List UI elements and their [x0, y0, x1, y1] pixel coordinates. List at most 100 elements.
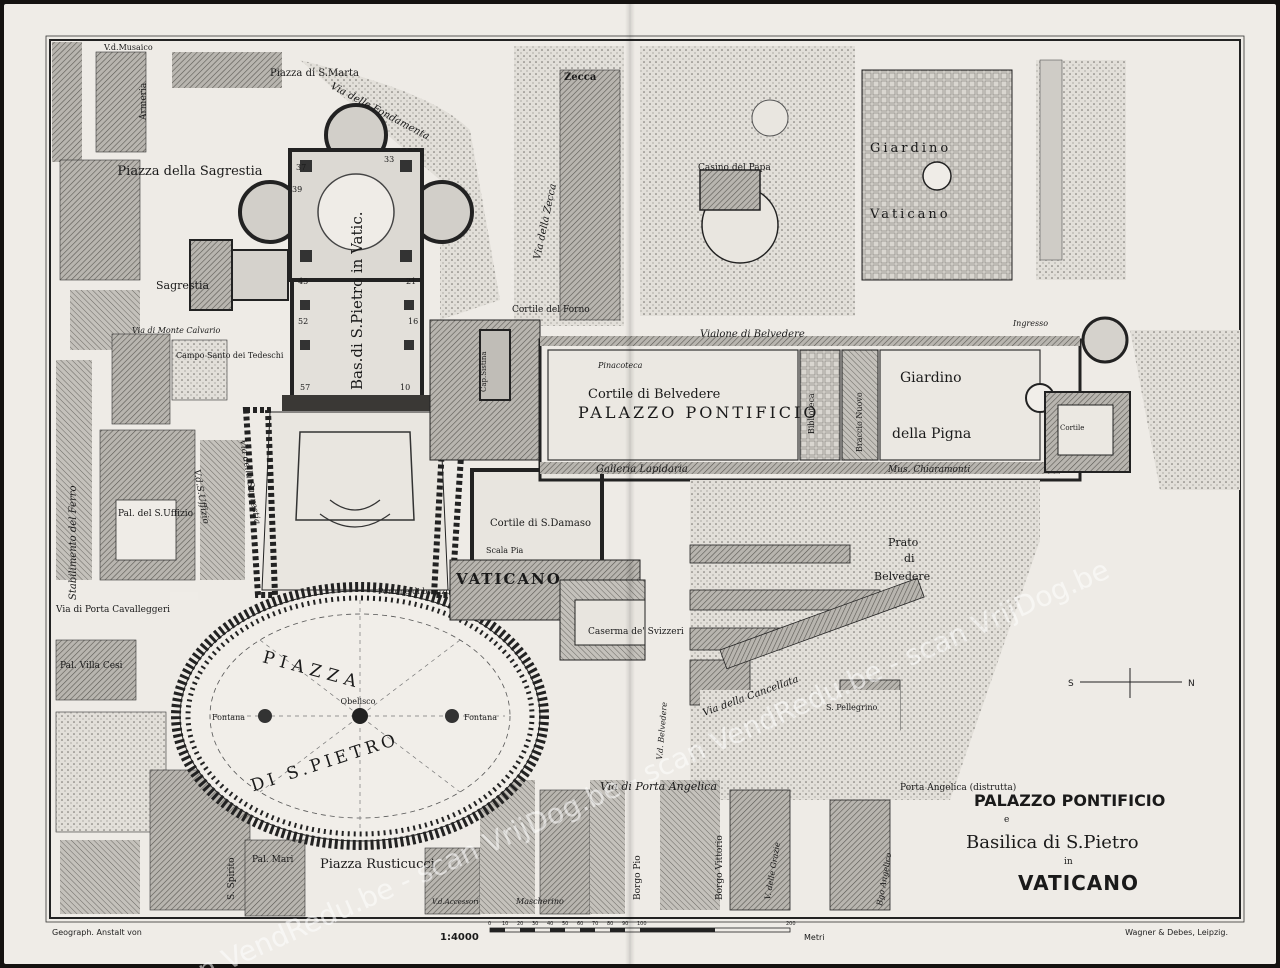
s-spirito-label: S. Spirito [227, 857, 237, 900]
fontana-left-label: Fontana [212, 713, 245, 722]
title-line5: VATICANO [1018, 871, 1139, 895]
scale-tick: 100 [637, 921, 647, 927]
scale-ticks: 0 10 20 30 40 50 60 70 80 90 100 200 [488, 921, 796, 927]
giardino-vaticano-1: Giardino [870, 141, 951, 156]
s-pellegrino-label: S. Pellegrino [826, 703, 878, 712]
title-line2: e [1004, 815, 1009, 825]
scale-tick: 70 [592, 921, 598, 927]
footer-left: Geograph. Anstalt von [52, 928, 142, 937]
cortile-forno-label: Cortile del Forno [512, 305, 590, 315]
vialone-label: Vialone di Belvedere [700, 329, 805, 340]
chapel-number: 10 [400, 383, 410, 392]
fountain-ring [751, 99, 789, 137]
basilica-label: Bas.di S.Pietro in Vatic. [348, 212, 366, 391]
garden-se [1130, 330, 1240, 490]
basilica [189, 103, 474, 411]
scale-tick: 60 [577, 921, 583, 927]
chapel-number: 52 [298, 317, 308, 326]
sistina-label: Cap.Sistina [480, 351, 488, 392]
chapel-number: 45 [298, 277, 308, 286]
fontana-right-label: Fontana [464, 713, 497, 722]
porta-angelica-gate-label: Porta Angelica (distrutta) [900, 782, 1016, 793]
scale-tick: 20 [517, 921, 523, 927]
vittorio-block [729, 789, 791, 911]
compass [1080, 668, 1182, 698]
scale-tick: 40 [547, 921, 553, 927]
scale-unit: Metri [804, 933, 824, 942]
cavalleggeri-label: Via di Porta Cavalleggeri [55, 605, 170, 615]
casino-label: Casino del Papa [698, 163, 771, 173]
palazzo-label: PALAZZO PONTIFICIO [578, 403, 819, 422]
camposanto-label: Campo Santo dei Tedeschi [176, 351, 284, 360]
scale-tick: 200 [786, 921, 796, 927]
scale-bar [489, 927, 791, 933]
borgo-pio-label: Borgo Pio [633, 855, 643, 900]
giardino-pigna-1: Giardino [900, 370, 962, 386]
garden-fondamenta [300, 60, 500, 320]
chapel-number: 21 [406, 277, 416, 286]
zecca-block [559, 69, 621, 321]
compass-south: S [1068, 679, 1074, 689]
casino-building [699, 169, 761, 211]
compass-north: N [1188, 679, 1195, 689]
chapel-number: 16 [408, 317, 418, 326]
ingresso-label: Ingresso [1012, 319, 1048, 328]
portone-label: Portone di bronzo [378, 587, 451, 596]
sagrestia-label: Sagrestia [156, 279, 209, 292]
garden-strip [1039, 59, 1063, 261]
chapel-numbers: 37 33 39 45 21 52 16 57 10 [292, 155, 418, 392]
pal-mari-label: Pal. Mari [252, 855, 294, 865]
armeria-label: Armeria [139, 82, 149, 121]
piazza-rusticucci-label: Piazza Rusticucci [320, 857, 435, 872]
footer-right: Wagner & Debes, Leipzig. [1125, 928, 1228, 937]
piazza-sagrestia-label: Piazza della Sagrestia [117, 164, 262, 179]
prato-3: Belvedere [874, 570, 930, 583]
prato-1: Prato [888, 536, 919, 549]
braccio-label: Braccio Nuovo [855, 392, 864, 452]
mascherino-label: Mascherino [515, 897, 564, 906]
obelisco-label: Obelisco [341, 697, 376, 706]
angelica-block [829, 799, 891, 911]
prato-2: di [904, 552, 915, 565]
scale-tick: 30 [532, 921, 538, 927]
biblioteca-label: Biblioteca [807, 393, 816, 434]
cortile-belvedere-label: Cortile di Belvedere [588, 387, 721, 402]
scala-pia-label: Scala Pia [486, 546, 524, 555]
borgo-vittorio-label: Borgo Vittorio [715, 835, 725, 900]
pal-uffizio-label: Pal. del S.Uffizio [118, 509, 193, 519]
galleria-label: Galleria Lapidaria [596, 464, 688, 475]
title-line3: Basilica di S.Pietro [966, 832, 1139, 853]
monte-calvario-label: Via di Monte Calvario [132, 326, 221, 335]
giardino-fountain [922, 161, 952, 191]
zecca-label: Zecca [564, 72, 597, 83]
accessori-label: V.d.Accessori [432, 898, 479, 906]
title-line1: PALAZZO PONTIFICIO [974, 791, 1165, 810]
scale-tick: 90 [622, 921, 628, 927]
pal-cesi-label: Pal. Villa Cesi [60, 661, 123, 671]
caserma-label: Caserma de' Svizzeri [588, 627, 684, 637]
giardino-pigna-2: della Pigna [892, 426, 971, 442]
scale-tick: 80 [607, 921, 613, 927]
stabilimento-label: Stabilimento del Ferro [68, 486, 79, 600]
map-outer-frame [45, 35, 1245, 923]
piazza-marta-label: Piazza di S.Marta [270, 68, 359, 79]
palazzo-pontificio [429, 316, 1131, 661]
scale-tick: 50 [562, 921, 568, 927]
chiaramonti-label: Mus. Chiaramonti [887, 465, 970, 475]
cortile-damaso-label: Cortile di S.Damaso [490, 518, 591, 529]
vaticano-label: VATICANO [455, 570, 562, 588]
chapel-number: 39 [292, 185, 302, 194]
chapel-number: 37 [296, 163, 306, 172]
piazza-san-pietro [170, 407, 549, 850]
scale-tick: 10 [502, 921, 508, 927]
angelica-gardens [700, 690, 900, 770]
cortile-small-label: Cortile [1060, 424, 1084, 432]
pio-block [660, 780, 720, 910]
chapel-number: 33 [384, 155, 394, 164]
title-line4: in [1064, 857, 1073, 867]
pinacoteca-label: Pinacoteca [597, 361, 643, 370]
giardino-vaticano-2: Vaticano [869, 207, 951, 222]
musaico-label: V.d.Musaico [103, 43, 153, 52]
